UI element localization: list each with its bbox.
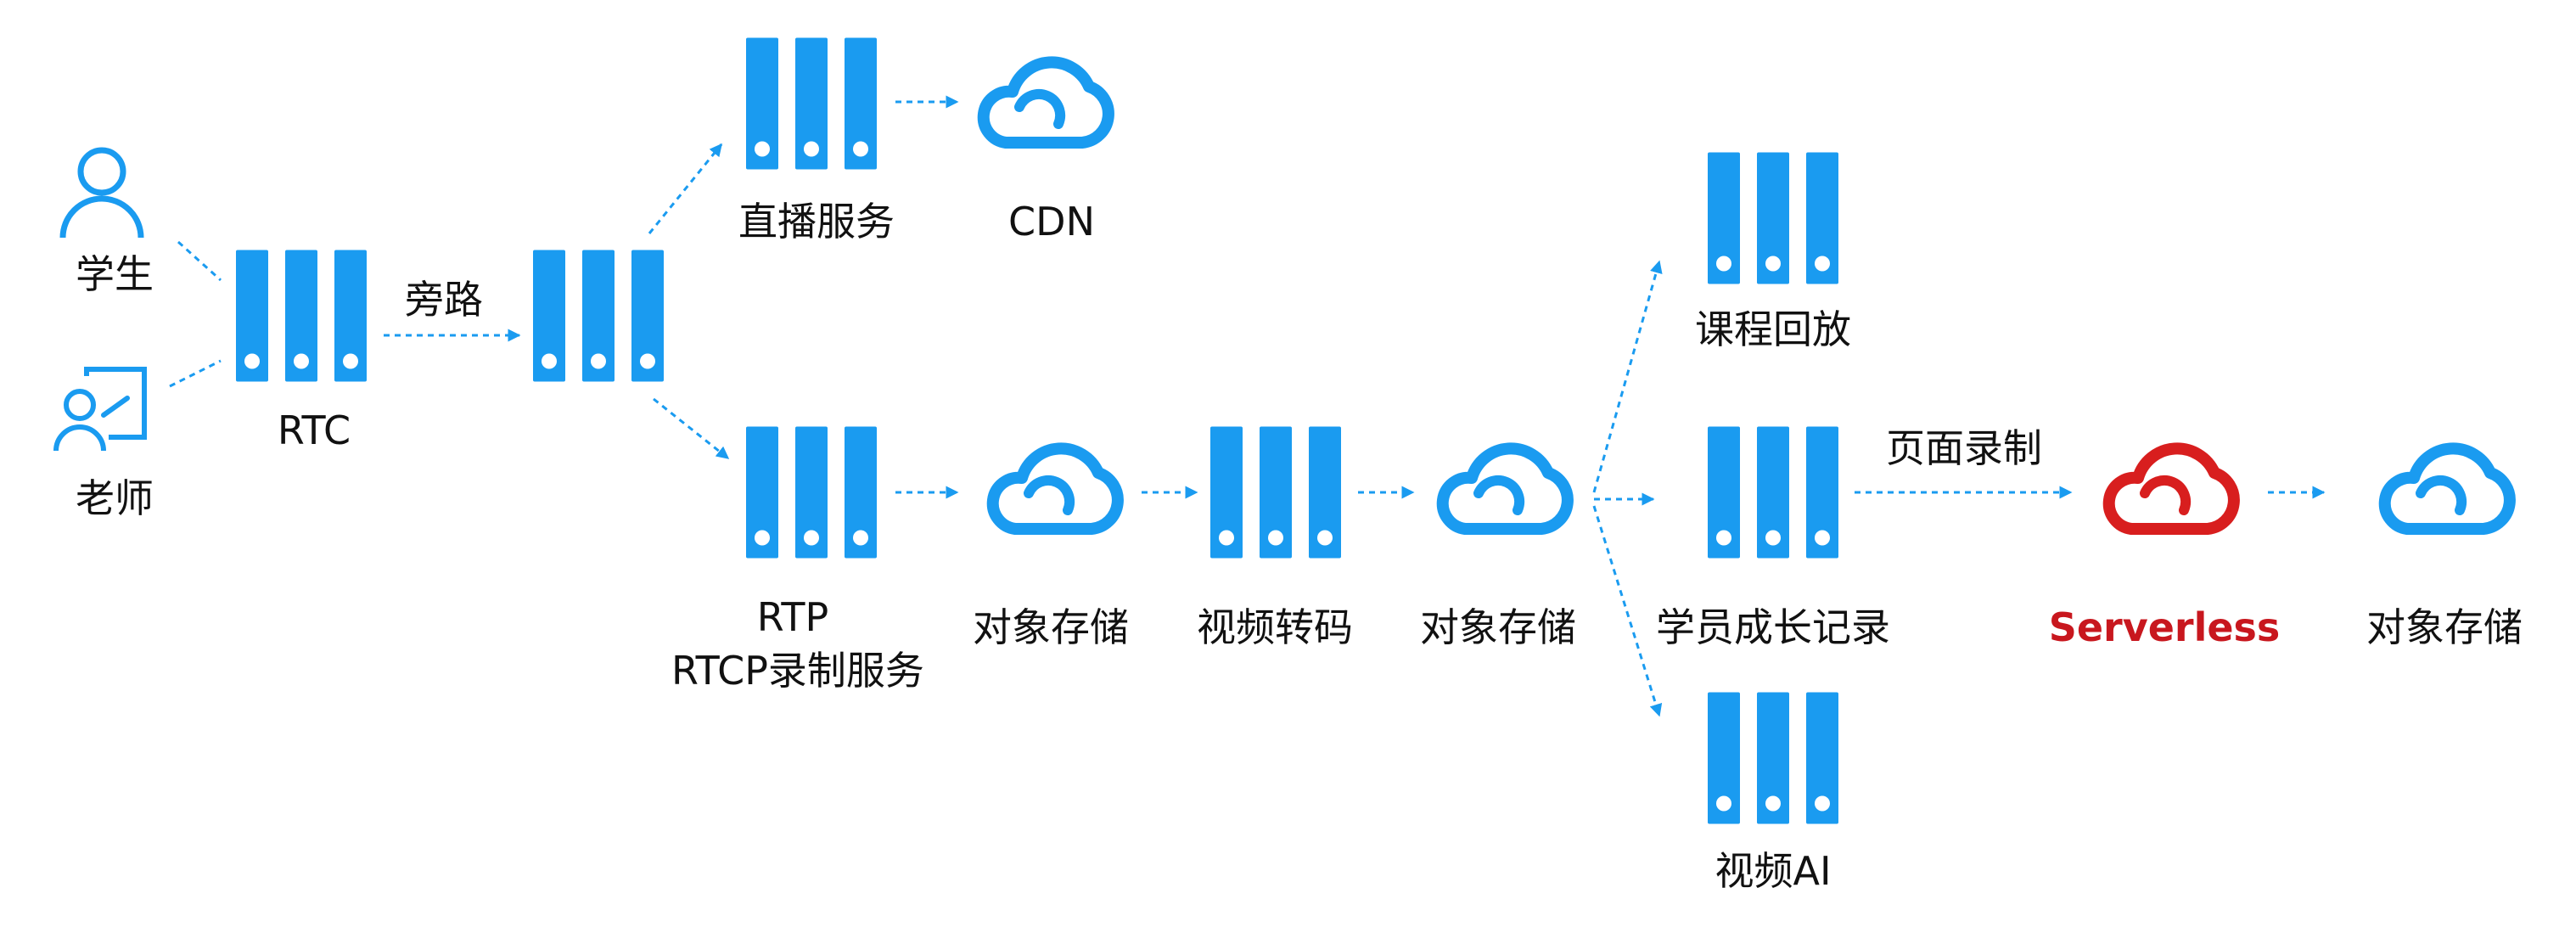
node-label-storage-3: 对象存储 — [2366, 604, 2523, 650]
node-label-teacher: 老师 — [76, 475, 154, 521]
node-label-live: 直播服务 — [738, 198, 895, 244]
edge-bypass-to-rtp — [653, 397, 730, 460]
node-label-cdn: CDN — [1008, 198, 1095, 244]
node-label-growth: 学员成长记录 — [1656, 604, 1890, 650]
node-label-rtc: RTC — [277, 407, 351, 453]
node-label-rtp-line2: RTCP录制服务 — [671, 648, 924, 694]
node-label-storage-1: 对象存储 — [973, 604, 1129, 650]
server-icon — [533, 250, 664, 382]
server-icon — [1708, 692, 1838, 824]
server-icon — [1708, 152, 1838, 284]
node-label-student: 学生 — [76, 250, 154, 297]
edge-storage2-to-replay — [1592, 260, 1663, 493]
server-icon — [746, 426, 877, 559]
node-label-replay: 课程回放 — [1695, 306, 1851, 352]
server-icon — [746, 37, 877, 170]
edge-label-bypass: 旁路 — [405, 276, 483, 323]
teacher-icon — [53, 367, 147, 452]
server-icon — [236, 250, 367, 382]
server-icon — [1708, 426, 1838, 559]
node-label-serverless: Serverless — [2048, 604, 2281, 650]
cloud-icon — [2378, 442, 2516, 535]
cloud-icon — [1436, 442, 1574, 535]
edge-bypass-to-live — [648, 143, 723, 234]
edge-label-page-record: 页面录制 — [1886, 424, 2042, 471]
cloud-icon — [977, 56, 1114, 149]
edge-teacher-to-rtc — [169, 359, 222, 388]
serverless-cloud-icon — [2102, 442, 2240, 535]
node-label-transcode: 视频转码 — [1197, 604, 1353, 650]
edge-student-to-rtc — [177, 240, 222, 282]
node-label-storage-2: 对象存储 — [1420, 604, 1576, 650]
edge-storage2-to-videoai — [1592, 505, 1663, 717]
node-label-videoai: 视频AI — [1715, 847, 1832, 894]
server-icon — [1210, 426, 1341, 559]
node-label-rtp-line1: RTP — [756, 594, 829, 640]
person-icon — [59, 147, 144, 239]
cloud-icon — [986, 442, 1124, 535]
